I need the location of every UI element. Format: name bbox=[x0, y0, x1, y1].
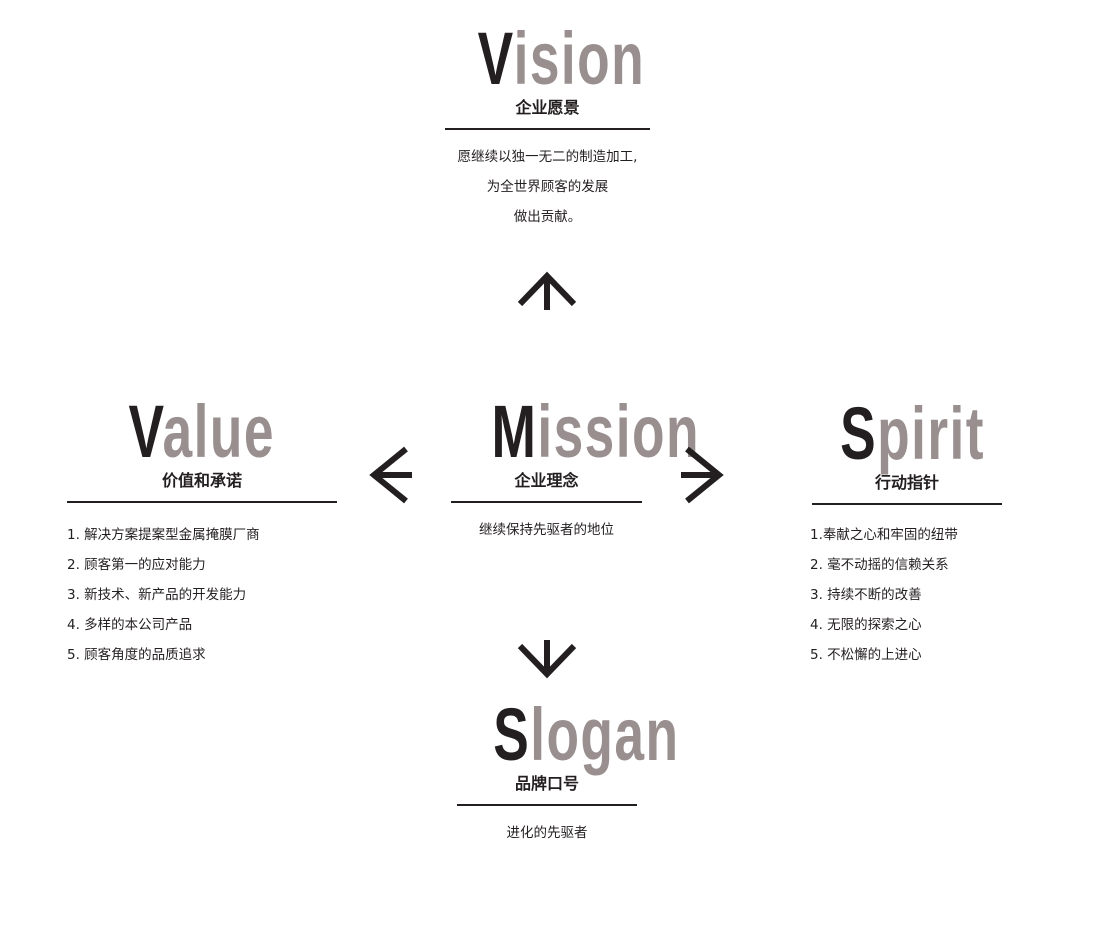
title-initial: V bbox=[477, 17, 514, 100]
mission-block: Mission 企业理念 继续保持先驱者的地位 bbox=[451, 395, 699, 545]
slogan-subtitle: 品牌口号 bbox=[514, 774, 579, 793]
list-item: 1.奉献之心和牢固的纽带 bbox=[810, 527, 958, 543]
divider bbox=[445, 128, 650, 130]
divider bbox=[812, 503, 1002, 505]
value-subtitle: 价值和承诺 bbox=[161, 471, 242, 490]
arrow-down-icon bbox=[517, 640, 577, 679]
vision-desc-2: 为全世界顾客的发展 bbox=[486, 179, 609, 195]
arrow-right-icon bbox=[681, 446, 724, 504]
title-rest: pirit bbox=[877, 392, 985, 475]
value-block: Value 价值和承诺 bbox=[67, 395, 337, 515]
spirit-subtitle: 行动指针 bbox=[874, 473, 939, 492]
vision-desc-1: 愿继续以独一无二的制造加工, bbox=[457, 149, 638, 165]
value-list: 1. 解决方案提案型金属掩膜厂商 2. 顾客第一的应对能力 3. 新技术、新产品… bbox=[67, 520, 260, 670]
list-item: 2. 顾客第一的应对能力 bbox=[67, 557, 206, 573]
title-initial: S bbox=[493, 693, 531, 776]
mission-title: Mission bbox=[492, 395, 700, 469]
list-item: 3. 新技术、新产品的开发能力 bbox=[67, 587, 247, 603]
list-item: 4. 多样的本公司产品 bbox=[67, 617, 193, 633]
list-item: 5. 不松懈的上进心 bbox=[810, 647, 922, 663]
list-item: 4. 无限的探索之心 bbox=[810, 617, 922, 633]
list-item: 2. 毫不动摇的信赖关系 bbox=[810, 557, 949, 573]
title-rest: ission bbox=[537, 390, 700, 473]
title-initial: S bbox=[840, 392, 878, 475]
title-rest: logan bbox=[530, 693, 680, 776]
vision-desc-3: 做出贡献。 bbox=[513, 209, 582, 225]
vision-title: Vision bbox=[478, 22, 646, 96]
divider bbox=[451, 501, 642, 503]
vision-block: Vision 企业愿景 愿继续以独一无二的制造加工, 为全世界顾客的发展 做出贡… bbox=[445, 22, 650, 232]
value-title: Value bbox=[129, 395, 275, 469]
divider bbox=[67, 501, 337, 503]
vision-subtitle: 企业愿景 bbox=[515, 98, 580, 117]
title-initial: V bbox=[128, 390, 163, 473]
mission-subtitle: 企业理念 bbox=[514, 471, 579, 490]
arrow-up-icon bbox=[517, 271, 577, 310]
slogan-title: Slogan bbox=[493, 698, 679, 772]
mission-desc: 继续保持先驱者的地位 bbox=[479, 522, 614, 538]
spirit-list: 1.奉献之心和牢固的纽带 2. 毫不动摇的信赖关系 3. 持续不断的改善 4. … bbox=[810, 520, 958, 670]
title-initial: M bbox=[491, 390, 538, 473]
list-item: 3. 持续不断的改善 bbox=[810, 587, 922, 603]
spirit-title: Spirit bbox=[840, 397, 985, 471]
list-item: 5. 顾客角度的品质追求 bbox=[67, 647, 206, 663]
list-item: 1. 解决方案提案型金属掩膜厂商 bbox=[67, 527, 260, 543]
title-rest: ision bbox=[513, 17, 646, 100]
title-rest: alue bbox=[162, 390, 276, 473]
arrow-left-icon bbox=[369, 446, 412, 504]
slogan-desc: 进化的先驱者 bbox=[506, 825, 588, 841]
divider bbox=[457, 804, 637, 806]
slogan-block: Slogan 品牌口号 进化的先驱者 bbox=[457, 698, 678, 848]
spirit-block: Spirit 行动指针 bbox=[812, 397, 1002, 517]
